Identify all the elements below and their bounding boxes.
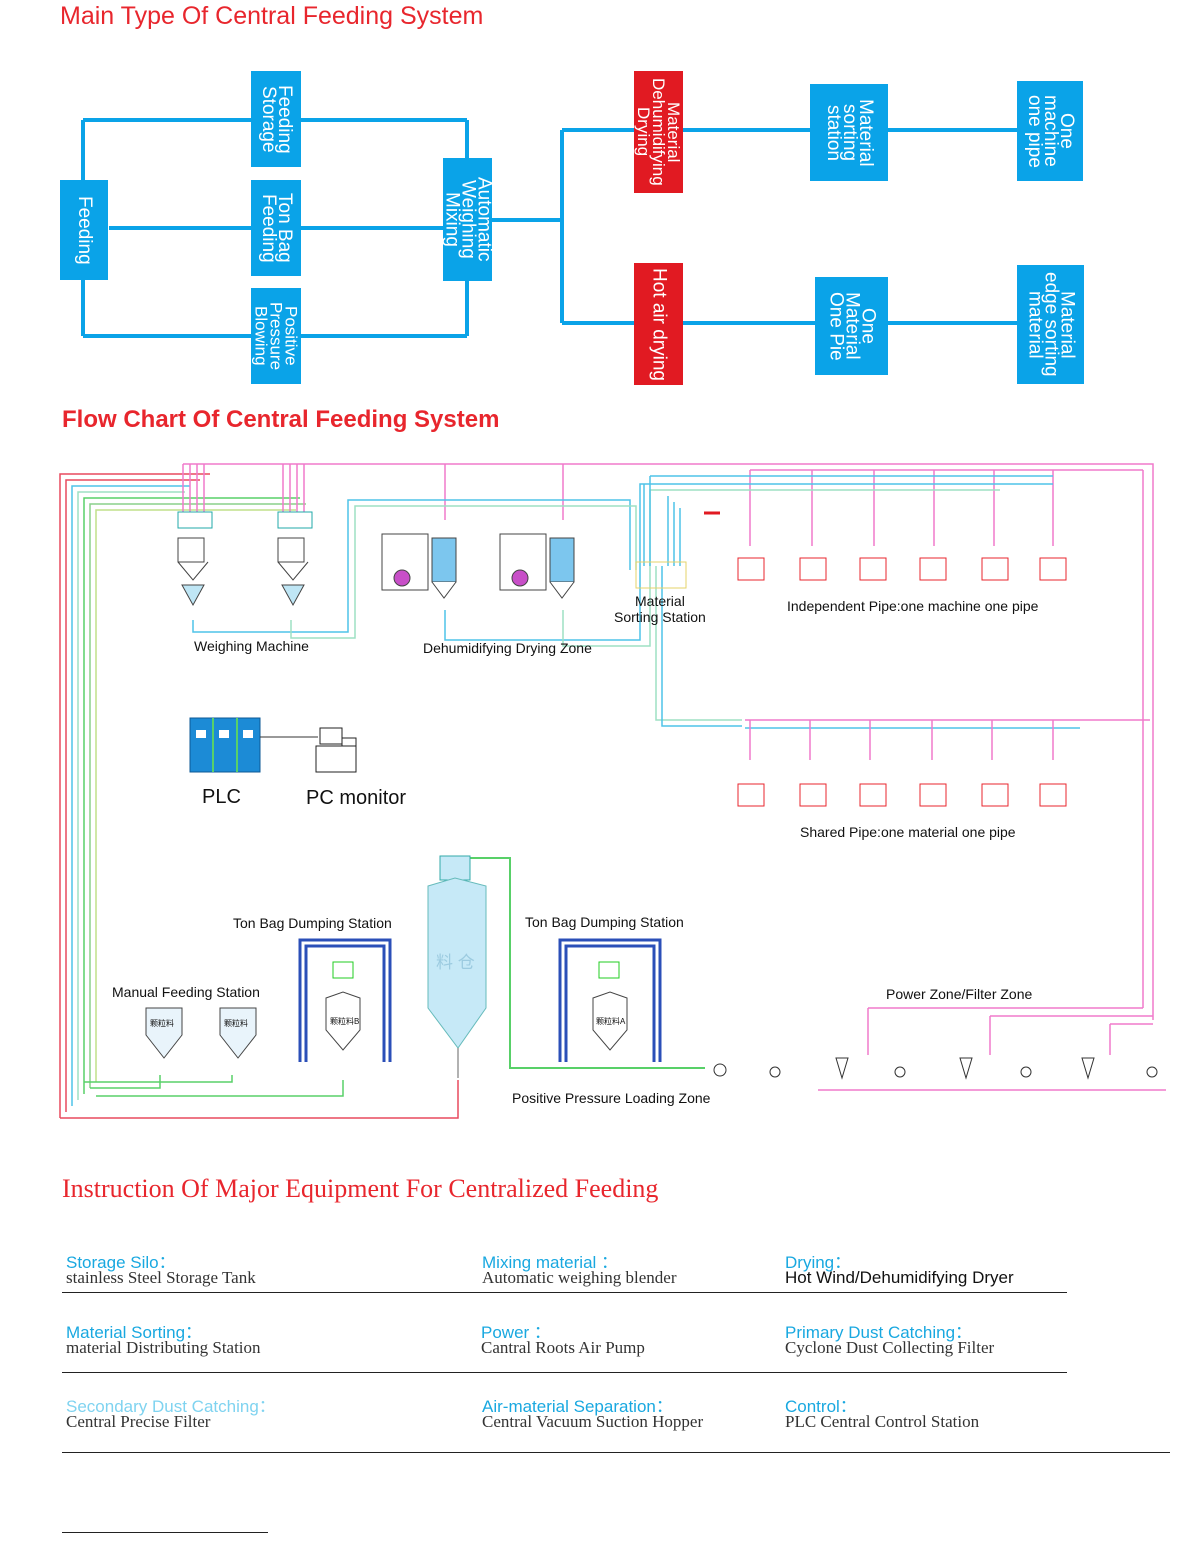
weighing-machine-icons: [177, 511, 313, 607]
equip-title-control: Control：: [785, 1397, 857, 1416]
equip-desc-mixing: Automatic weighing blender: [482, 1268, 677, 1287]
label-positive-loading: Positive Pressure Loading Zone: [512, 1090, 711, 1106]
equip-desc-power: Cantral Roots Air Pump: [481, 1338, 645, 1357]
box-feeding: Feeding: [60, 180, 108, 280]
box-one-machine-one-pipe: One machine one pipe: [1017, 81, 1083, 181]
dryer-icons: [381, 533, 575, 599]
ton-bag-frames: [298, 938, 662, 1062]
hopper-text-4: 颗粒料A: [596, 1017, 626, 1026]
label-independent-pipe: Independent Pipe:one machine one pipe: [787, 598, 1039, 614]
box-auto-weighing: Automatic Weighing Mixing: [442, 158, 495, 281]
label-power-zone: Power Zone/Filter Zone: [886, 986, 1033, 1002]
label-sorting-station: Material Sorting Station: [614, 593, 706, 625]
instruction-title: Instruction Of Major Equipment For Centr…: [62, 1174, 659, 1203]
equip-title-air-material: Air-material Separation：: [482, 1397, 673, 1416]
equip-desc-storage-silo: stainless Steel Storage Tank: [66, 1268, 256, 1287]
equip-title-storage-silo: Storage Silo：: [66, 1253, 176, 1272]
equip-desc-sorting: material Distributing Station: [66, 1338, 261, 1357]
power-zone-units: [713, 1057, 1158, 1080]
ton-bag-hoppers: [325, 961, 628, 1051]
equip-title-power: Power ：: [481, 1323, 551, 1342]
shared-machines: [737, 783, 1067, 807]
label-plc: PLC: [202, 786, 241, 808]
divider-bottom: [62, 1532, 268, 1533]
label-ton-bag-station-2: Ton Bag Dumping Station: [525, 914, 684, 930]
flow-chart-title: Flow Chart Of Central Feeding System: [62, 406, 500, 433]
manual-feeding-hoppers: [145, 1007, 257, 1059]
hopper-text-1: 颗粒料: [150, 1019, 174, 1028]
equip-desc-air-material: Central Vacuum Suction Hopper: [482, 1412, 704, 1431]
equip-desc-drying: Hot Wind/Dehumidifying Dryer: [785, 1268, 1014, 1287]
independent-machines: [737, 557, 1067, 581]
equip-title-primary-dust: Primary Dust Catching：: [785, 1323, 973, 1342]
label-dehumidifying-zone: Dehumidifying Drying Zone: [423, 640, 592, 656]
sorting-station-icon: [635, 561, 687, 589]
box-one-material-one-pie: One Material One Pie: [815, 277, 888, 375]
plc-cabinet: [189, 717, 318, 773]
label-shared-pipe: Shared Pipe:one material one pipe: [800, 824, 1016, 840]
box-positive-pressure: Positive Pressure Blowing: [251, 288, 301, 384]
equip-title-secondary-dust: Secondary Dust Catching：: [66, 1397, 276, 1416]
equip-desc-primary-dust: Cyclone Dust Collecting Filter: [785, 1338, 995, 1357]
label-pc-monitor: PC monitor: [306, 787, 407, 809]
equip-desc-secondary-dust: Central Precise Filter: [66, 1412, 211, 1431]
box-material-dehumidifying: Material Dehumidifying Drying: [634, 71, 683, 193]
box-material-edge-sorting: Material edge sorting material: [1017, 265, 1084, 384]
divider-1: [62, 1292, 1067, 1293]
label-ton-bag-station-1: Ton Bag Dumping Station: [233, 915, 392, 931]
equip-title-sorting: Material Sorting：: [66, 1323, 203, 1342]
storage-silo-icon: [427, 855, 487, 1078]
box-ton-bag-feeding: Ton Bag Feeding: [251, 180, 301, 276]
label-weighing-machine: Weighing Machine: [194, 638, 309, 654]
equip-desc-control: PLC Central Control Station: [785, 1412, 980, 1431]
divider-2: [62, 1372, 1067, 1373]
equip-title-drying: Drying：: [785, 1253, 852, 1272]
label-manual-feeding: Manual Feeding Station: [112, 984, 260, 1000]
main-type-title: Main Type Of Central Feeding System: [60, 2, 484, 30]
hopper-text-2: 颗粒料: [224, 1019, 248, 1028]
box-hot-air-drying: Hot air drying: [634, 263, 683, 385]
hopper-text-3: 颗粒料B: [330, 1017, 360, 1026]
box-material-sorting-station: Material sorting station: [810, 84, 888, 181]
box-feeding-storage: Feeding Storage: [251, 71, 301, 167]
pc-monitor-icon: [315, 727, 357, 773]
silo-text: 料 仓: [436, 953, 475, 972]
divider-3: [62, 1452, 1170, 1453]
equip-title-mixing: Mixing material ：: [482, 1253, 619, 1272]
